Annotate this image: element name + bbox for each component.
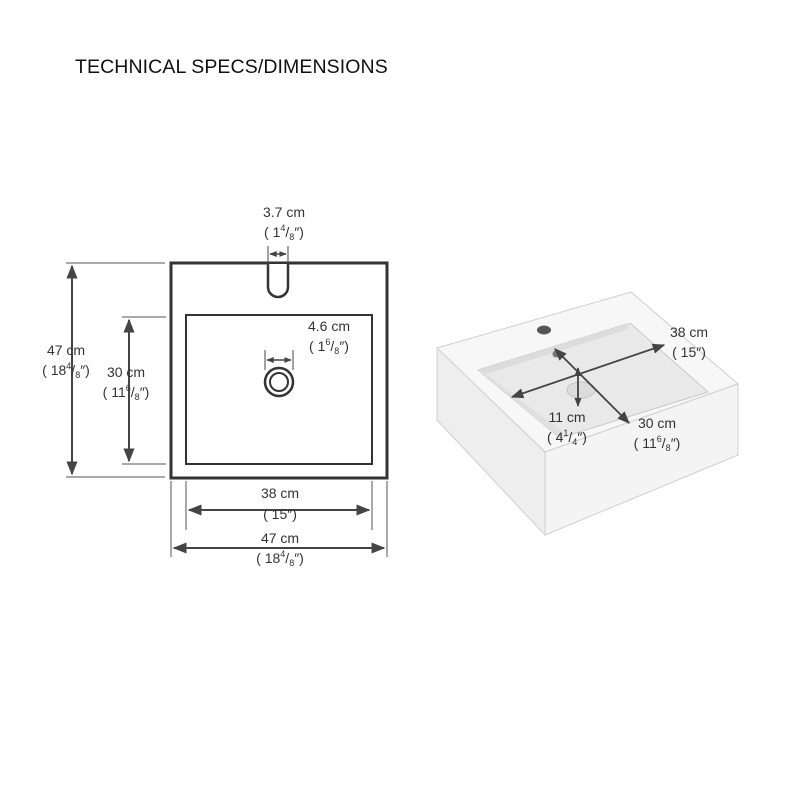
outer-width-inch-label: ( 184/8″) bbox=[256, 549, 304, 568]
outer-height-inch-label: ( 184/8″) bbox=[42, 361, 90, 380]
inner-height-dimension bbox=[122, 316, 166, 465]
outer-height-dimension bbox=[66, 262, 165, 478]
faucet-hole-cm-label: 3.7 cm bbox=[263, 204, 305, 220]
width-cm-label: 38 cm bbox=[670, 324, 708, 340]
outer-width-cm-label: 47 cm bbox=[261, 530, 299, 546]
depth-inch-label: ( 41/4″) bbox=[547, 428, 587, 447]
basin-right-side bbox=[544, 383, 739, 536]
faucet-hole-inch-label: ( 14/8″) bbox=[264, 223, 304, 242]
faucet-hole bbox=[537, 325, 551, 335]
inner-width-cm-label: 38 cm bbox=[261, 485, 299, 501]
basin-outer-outline bbox=[169, 261, 389, 480]
basin-inner-outline bbox=[185, 314, 373, 465]
length-dimension-line bbox=[554, 348, 630, 424]
page-title: TECHNICAL SPECS/DIMENSIONS bbox=[75, 56, 388, 78]
depth-cm-label: 11 cm bbox=[548, 409, 585, 425]
outer-height-cm-label: 47 cm bbox=[47, 342, 85, 358]
inner-width-dimension bbox=[185, 481, 373, 530]
perspective-view-drawing: 38 cm ( 15″) 11 cm ( 41/4″) 30 cm ( 116/… bbox=[436, 291, 739, 537]
drain bbox=[263, 366, 295, 398]
width-inch-label: ( 15″) bbox=[672, 344, 706, 360]
inner-height-cm-label: 30 cm bbox=[107, 364, 145, 380]
inner-height-inch-label: ( 116/8″) bbox=[103, 383, 150, 402]
drain-inch-label: ( 16/8″) bbox=[309, 337, 349, 356]
faucet-hole bbox=[266, 264, 290, 299]
drain-cm-label: 4.6 cm bbox=[308, 318, 350, 334]
outer-width-dimension bbox=[170, 481, 388, 557]
length-cm-label: 30 cm bbox=[638, 415, 676, 431]
length-inch-label: ( 116/8″) bbox=[634, 434, 681, 453]
inner-width-inch-label: ( 15″) bbox=[263, 506, 297, 522]
top-view-drawing: 3.7 cm ( 14/8″) 4.6 cm ( 16/8″) 47 cm ( … bbox=[42, 204, 389, 568]
